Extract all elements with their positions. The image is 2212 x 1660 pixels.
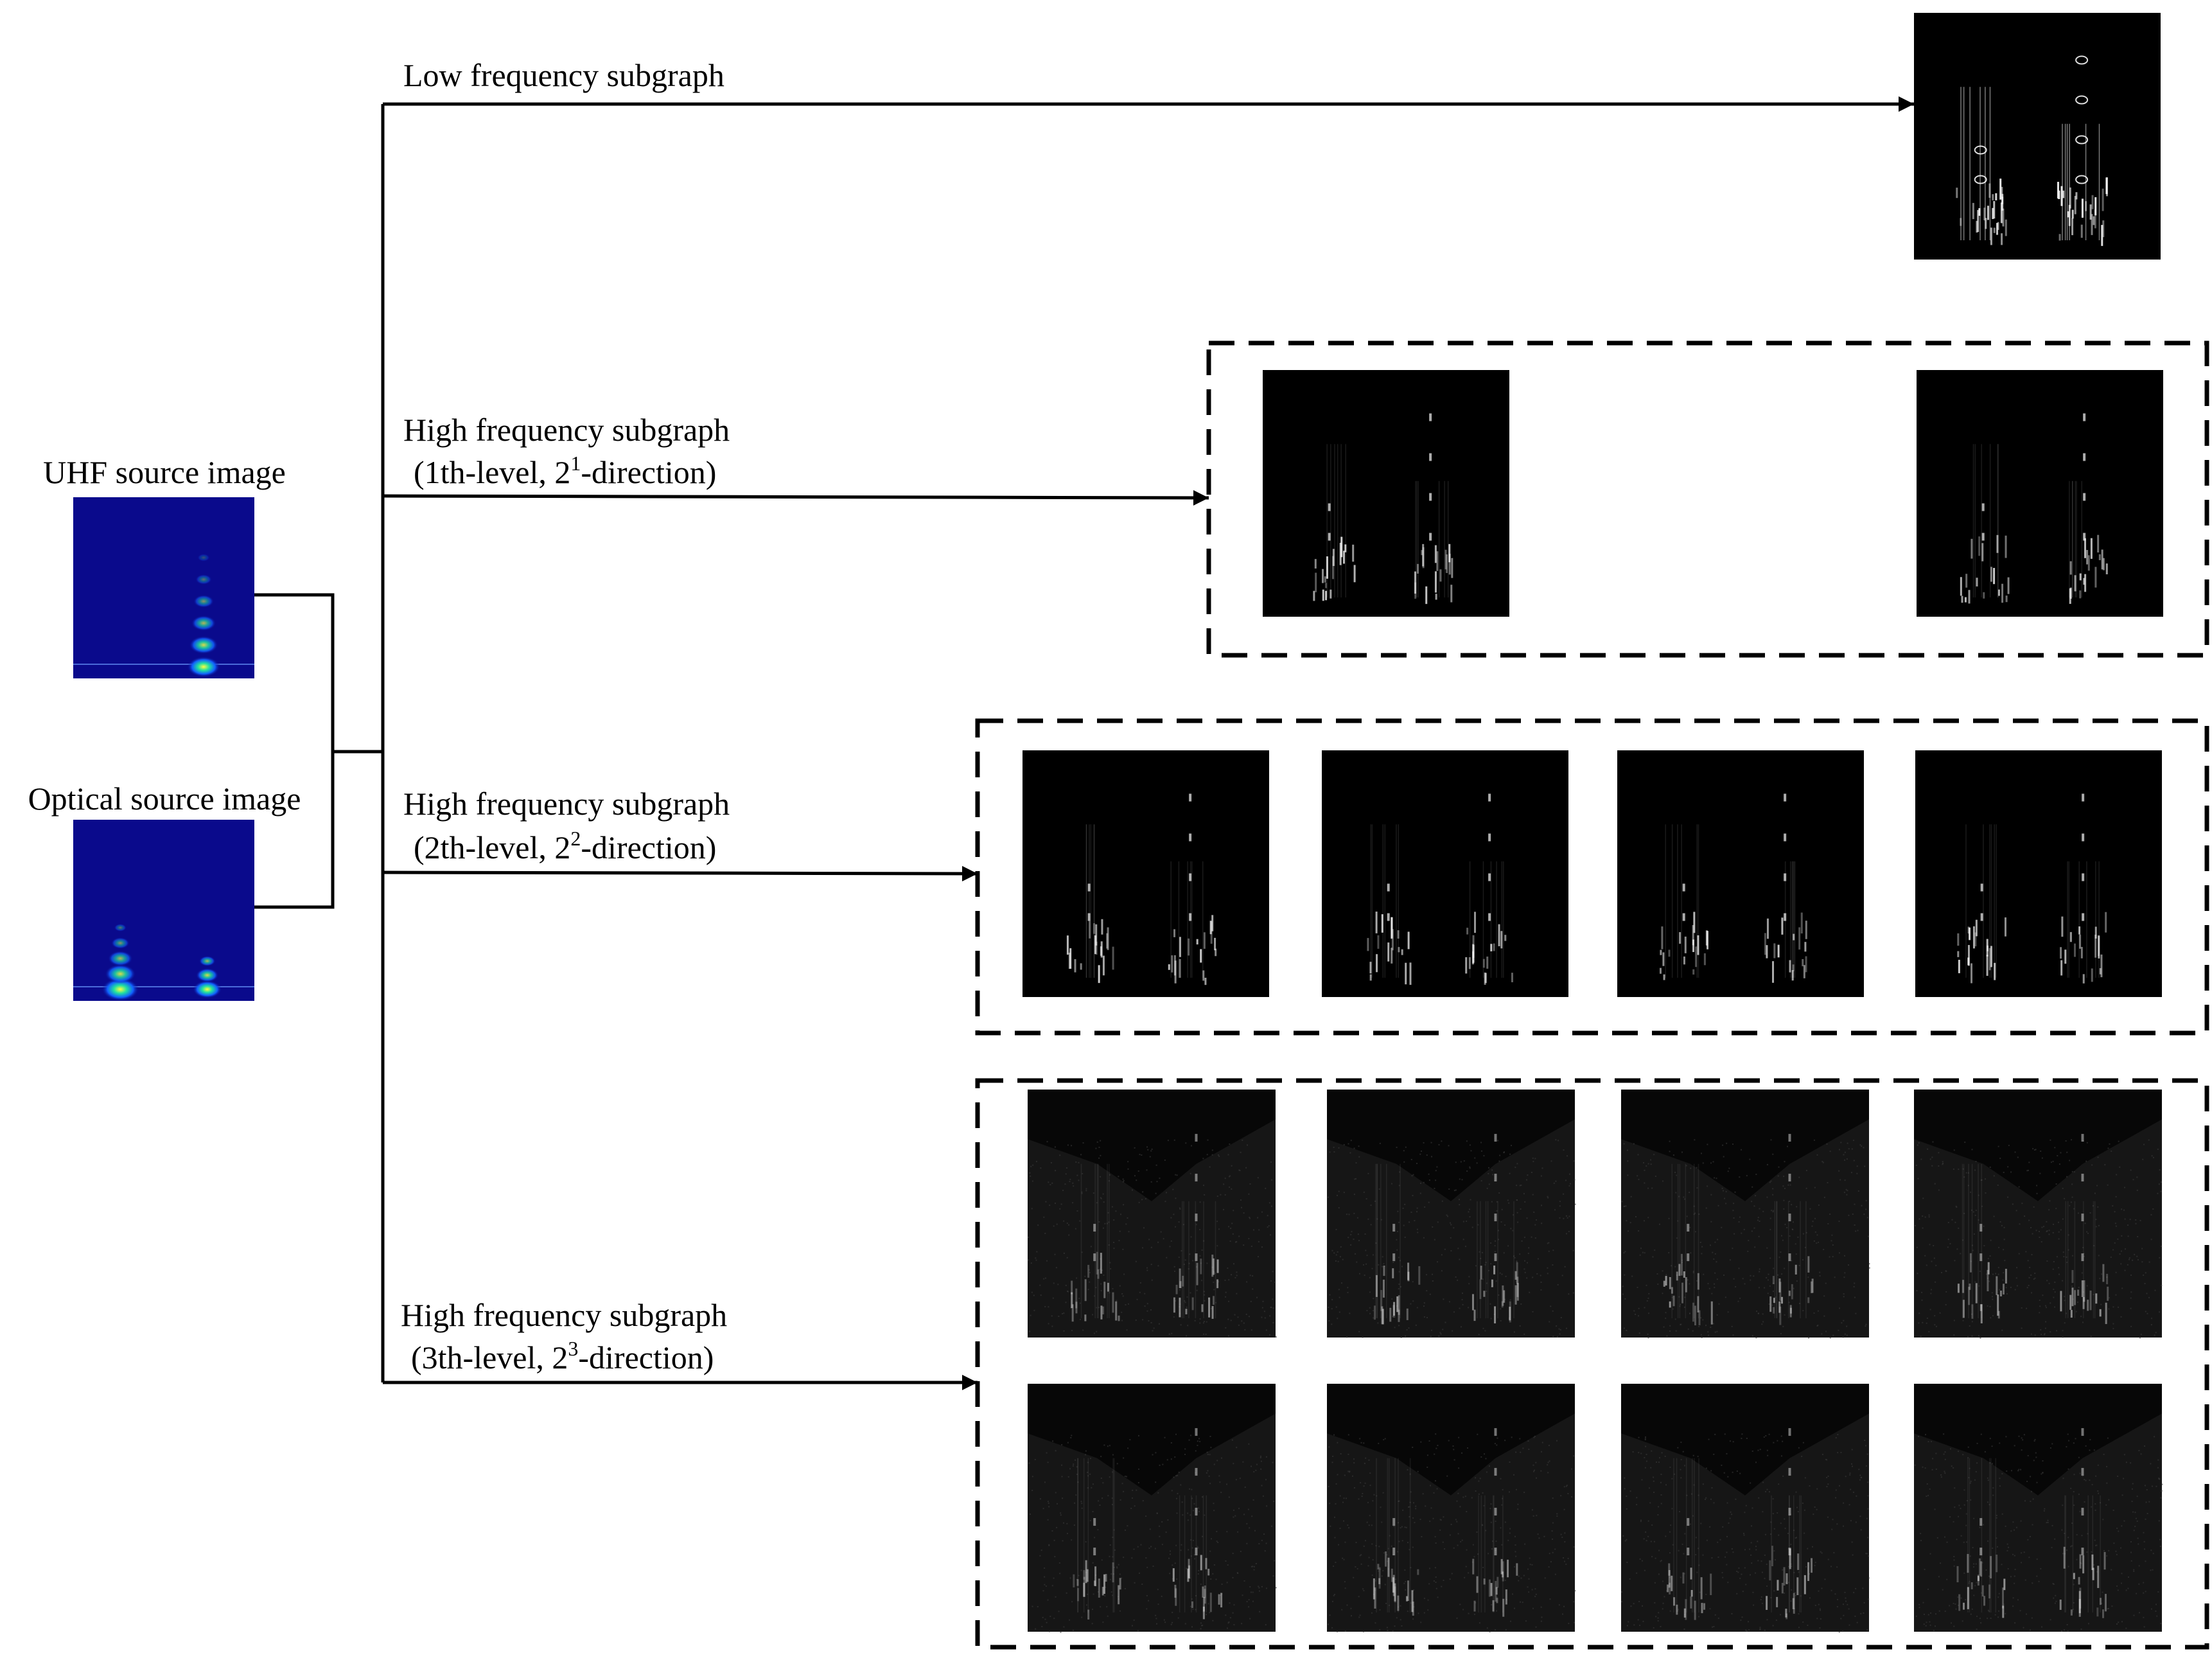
label-low-frequency: Low frequency subgraph xyxy=(403,57,724,93)
uhf-source-image xyxy=(73,497,254,678)
subgraph-tile-low-0 xyxy=(1914,13,2161,260)
jet-blob xyxy=(114,924,127,932)
group-frame-level-3 xyxy=(975,1078,2209,1650)
jet-blob xyxy=(189,636,218,654)
jet-blob xyxy=(108,951,133,966)
subgraph-tile-l1-1 xyxy=(1263,370,1509,617)
jet-blob xyxy=(193,980,222,998)
label-level-3-detail: (3th-level, 23-direction) xyxy=(411,1337,714,1375)
subgraph-tile-l3-9 xyxy=(1621,1090,1870,1339)
jet-blob xyxy=(197,554,210,561)
jet-blob xyxy=(193,595,215,608)
group-frame-level-1 xyxy=(1206,340,2209,658)
subgraph-tiles xyxy=(1023,13,2163,1633)
arrow-level-2 xyxy=(382,865,978,881)
jet-blob xyxy=(196,968,219,982)
jet-blob xyxy=(191,615,216,631)
group-frame-level-2 xyxy=(975,718,2209,1036)
jet-blob xyxy=(105,964,136,984)
subgraph-tile-l3-10 xyxy=(1914,1090,2163,1339)
arrow-level-1 xyxy=(382,490,1209,506)
source-image-background xyxy=(73,497,254,678)
subgraph-tile-l3-7 xyxy=(1028,1090,1277,1338)
subgraph-tile-l2-4 xyxy=(1322,750,1568,997)
subgraph-tile-l1-2 xyxy=(1917,370,2163,617)
optical-source-image xyxy=(73,820,254,1001)
jet-blob xyxy=(101,978,139,1001)
optical-source-label: Optical source image xyxy=(28,781,301,817)
source-image-background xyxy=(73,820,254,1001)
label-level-1-title: High frequency subgraph xyxy=(403,412,730,448)
label-level-3-title: High frequency subgraph xyxy=(401,1297,727,1333)
uhf-source-label: UHF source image xyxy=(43,454,286,490)
subgraph-tile-l3-14 xyxy=(1914,1384,2163,1632)
jet-blob xyxy=(110,937,130,949)
subgraph-tile-l2-6 xyxy=(1915,750,2162,997)
jet-blob xyxy=(198,956,216,966)
subgraph-tile-l3-8 xyxy=(1327,1090,1576,1338)
connector-lines xyxy=(254,96,1914,1390)
label-level-1-detail: (1th-level, 21-direction) xyxy=(414,452,716,490)
subgraph-tile-l3-11 xyxy=(1028,1384,1277,1633)
jet-blob xyxy=(195,574,212,585)
subgraph-tile-l2-5 xyxy=(1617,750,1864,997)
subgraph-tile-l3-13 xyxy=(1621,1384,1870,1633)
label-level-2-title: High frequency subgraph xyxy=(403,786,730,822)
label-level-2-detail: (2th-level, 22-direction) xyxy=(414,827,716,865)
subgraph-tile-l3-12 xyxy=(1327,1384,1576,1633)
jet-blob xyxy=(187,657,220,677)
source-bracket xyxy=(254,593,335,909)
subgraph-tile-l2-3 xyxy=(1023,750,1269,997)
